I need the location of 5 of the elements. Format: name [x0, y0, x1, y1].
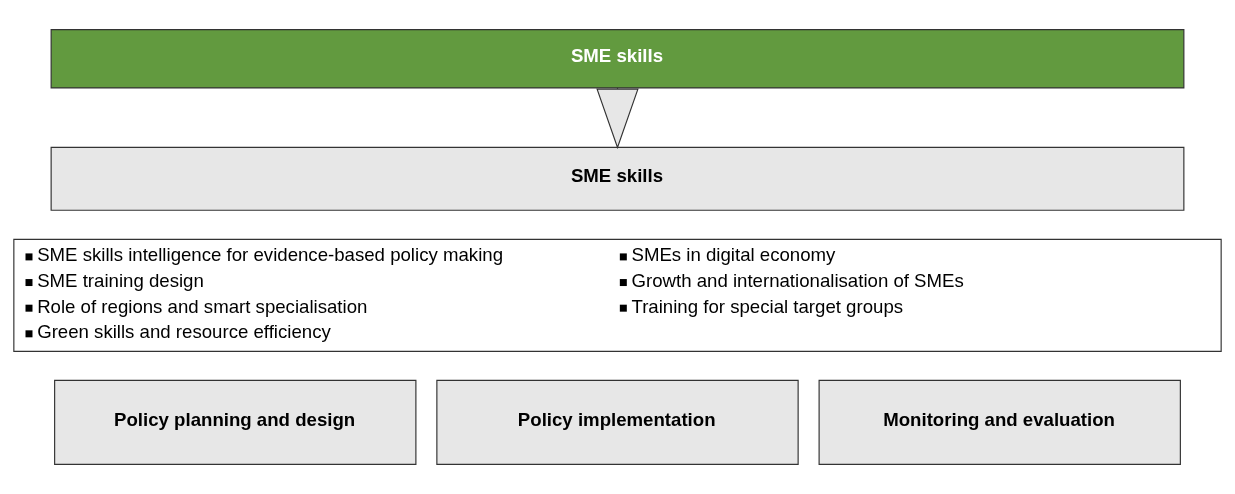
node-box: Policy implementation	[436, 379, 799, 465]
node-box: Monitoring and evaluation	[818, 379, 1181, 465]
node-box: SME skills	[50, 146, 1185, 211]
node-box: SME skills intelligence for evidence-based policy making SMEs in digital economy SME training design Growth and internationalisation of SMEs Role of regions and smart specialisation Training for special target groups Green skills and resource efficiency	[13, 238, 1222, 352]
node-box: Policy planning and design	[54, 379, 417, 465]
